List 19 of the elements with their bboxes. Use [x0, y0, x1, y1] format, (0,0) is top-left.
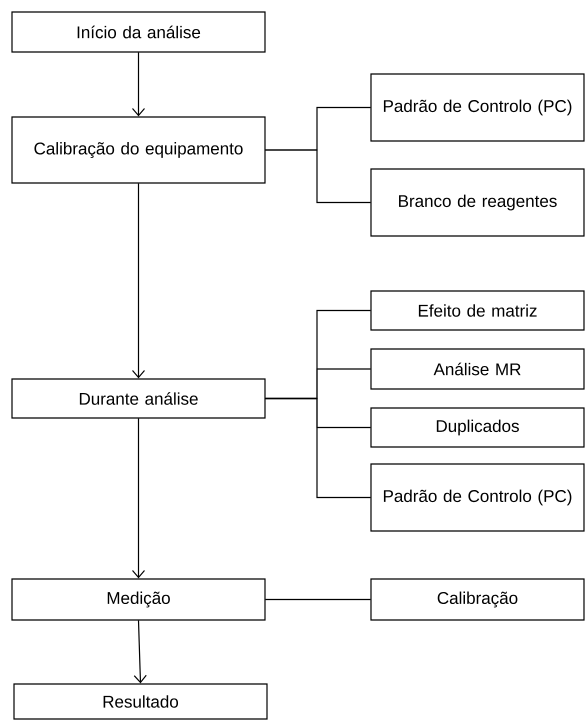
connector-line [266, 598, 370, 600]
process-box: Medição [11, 578, 266, 621]
arrow [132, 52, 145, 116]
process-box: Resultado [13, 683, 268, 720]
process-box: Padrão de Controlo (PC) [370, 463, 585, 532]
arrow [132, 184, 145, 378]
process-box: Análise MR [370, 348, 585, 390]
connector-line [266, 398, 370, 498]
process-box: Calibração [370, 578, 585, 621]
process-box: Branco de reagentes [370, 168, 585, 237]
arrow [134, 620, 147, 684]
process-box: Padrão de Controlo (PC) [370, 73, 585, 142]
process-box: Efeito de matriz [370, 290, 585, 331]
arrow [132, 418, 145, 578]
process-box: Calibração do equipamento [11, 116, 266, 184]
process-box: Duplicados [370, 407, 585, 448]
connector-line [266, 149, 370, 204]
process-box: Início da análise [11, 11, 266, 53]
process-box: Durante análise [11, 378, 266, 419]
